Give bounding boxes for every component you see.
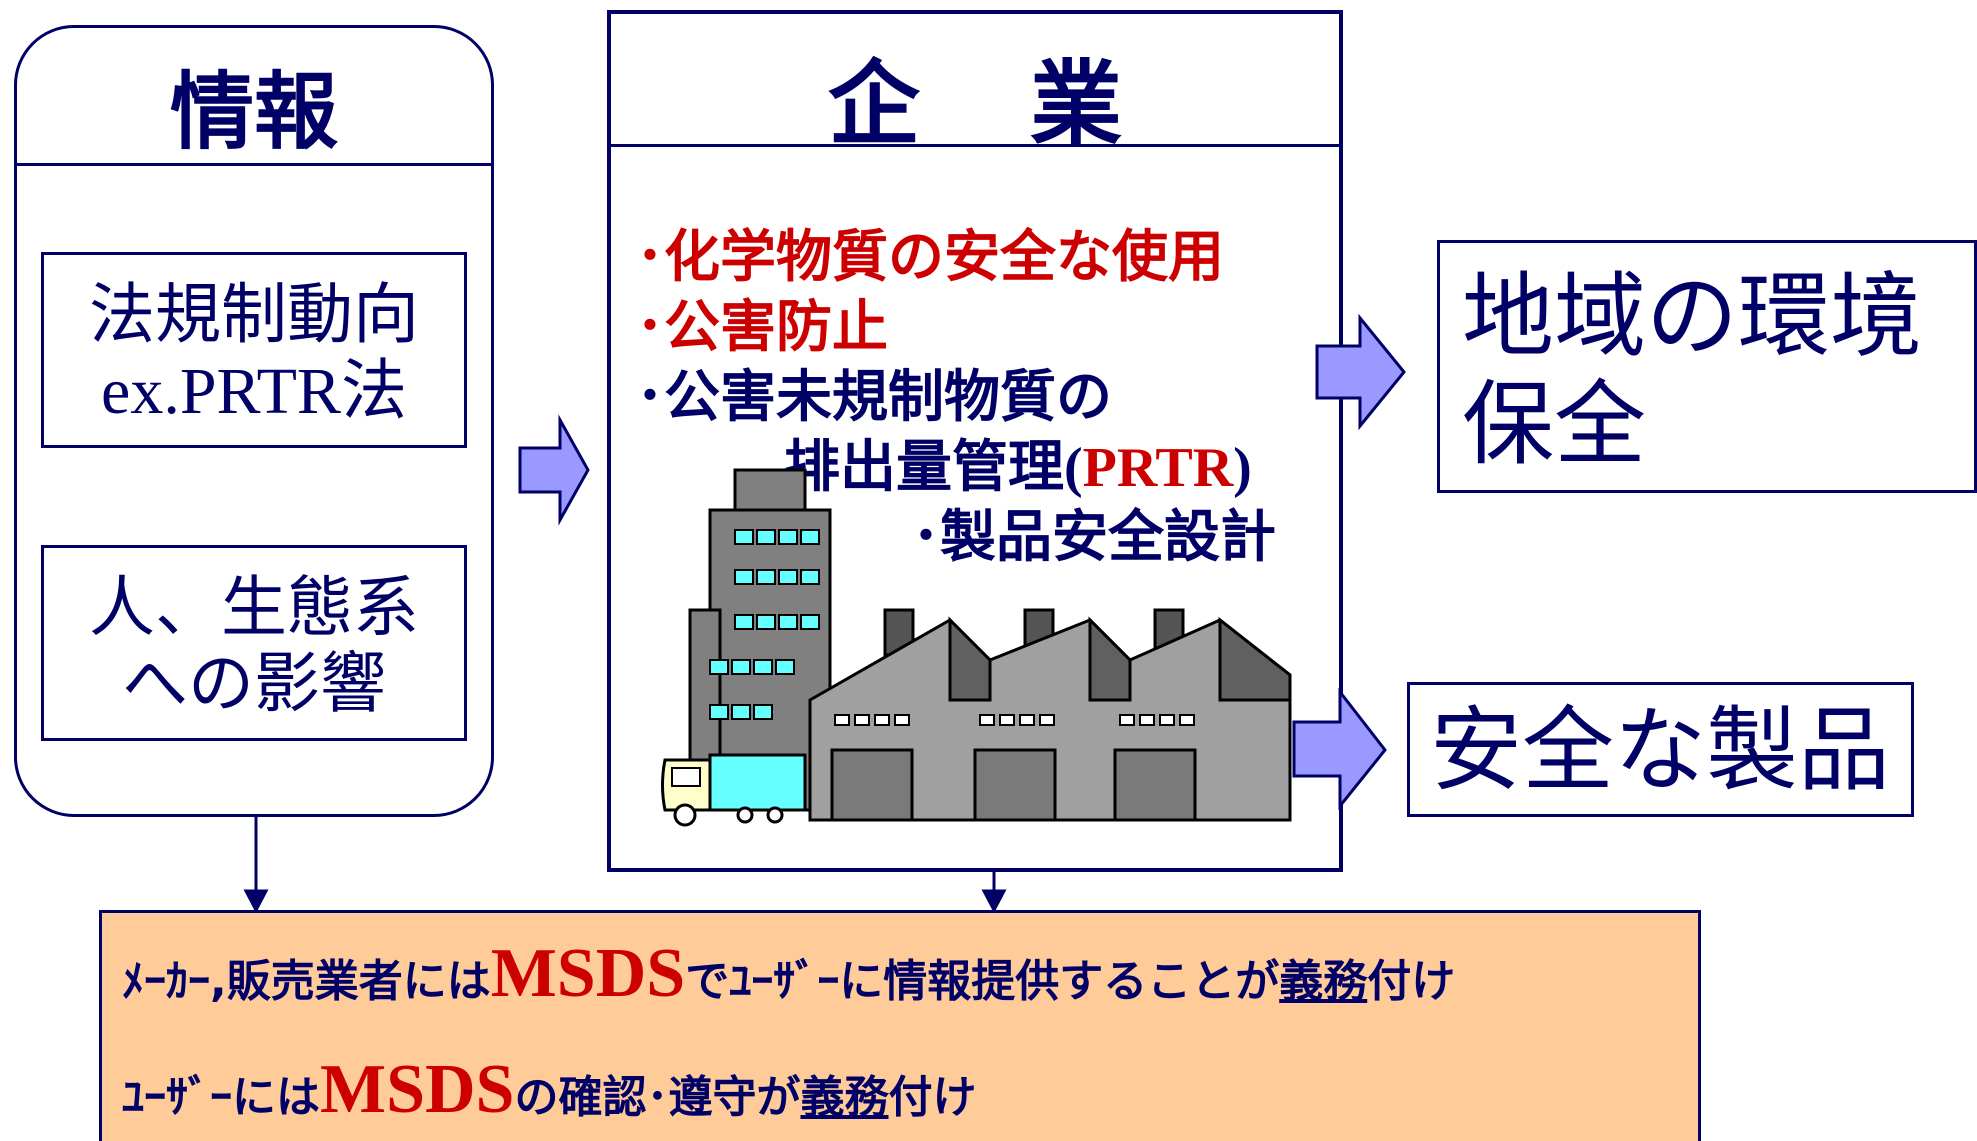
obligation-suffix-text: 付け — [1367, 956, 1456, 1007]
prtr-law-label: ex.PRTR法 — [44, 353, 464, 430]
paren-open: ( — [1064, 437, 1083, 499]
enterprise-item-chemical-safety: ･化学物質の安全な使用 — [636, 225, 1224, 290]
paren-close: ) — [1233, 437, 1252, 499]
enterprise-item-emission-management: 排出量管理(PRTR) — [784, 422, 1252, 503]
enterprise-to-banner-arrowhead-icon — [981, 889, 1007, 914]
enterprise-item-product-safety: ･製品安全設計 — [912, 505, 1276, 570]
banner-line-manufacturers: ﾒｰｶｰ,販売業者にはMSDSでﾕｰｻﾞｰに情報提供することが義務付け — [122, 934, 1455, 1014]
confirm-comply-text: の確認･遵守が — [514, 1072, 801, 1123]
provide-info-text: でﾕｰｻﾞｰに情報提供することが — [685, 956, 1280, 1007]
users-text: ﾕｰｻﾞｰには — [122, 1072, 320, 1123]
prtr-law-prefix: ex.PRTR — [101, 355, 341, 428]
factory-icon — [808, 616, 1292, 822]
enterprise-to-product-arrow-icon — [1292, 687, 1387, 811]
enterprise-title: 企業 — [827, 51, 1232, 158]
impact-label: への影響 — [122, 645, 386, 722]
regional-environment-line1: 地域の環境 — [1462, 263, 1923, 370]
banner-line-users: ﾕｰｻﾞｰにはMSDSの確認･遵守が義務付け — [122, 1050, 976, 1130]
regional-environment-line2: 保全 — [1462, 371, 1647, 478]
emission-management-label: 排出量管理 — [784, 435, 1064, 500]
regional-environment-box: 地域の環境 保全 — [1437, 240, 1977, 493]
info-divider — [14, 163, 494, 166]
info-title: 情報 — [169, 63, 338, 161]
ecosystem-label: 人、生態系 — [89, 569, 419, 646]
prtr-label: PRTR — [1082, 437, 1234, 499]
obligation-text: 義務 — [1279, 956, 1368, 1007]
ecosystem-impact-box: 人、生態系 への影響 — [41, 545, 467, 741]
enterprise-to-environment-arrow-icon — [1315, 313, 1406, 431]
obligation-suffix-text: 付け — [888, 1072, 977, 1123]
manufacturers-text: ﾒｰｶｰ,販売業者には — [122, 956, 491, 1007]
enterprise-item-unregulated-substances: ･公害未規制物質の — [636, 365, 1112, 430]
obligation-text: 義務 — [800, 1072, 889, 1123]
prtr-law-suffix: 法 — [340, 352, 407, 429]
safe-products-box: 安全な製品 — [1407, 682, 1914, 817]
safe-products-label: 安全な製品 — [1430, 697, 1891, 804]
msds-obligation-banner — [99, 910, 1701, 1141]
law-trend-label: 法規制動向 — [89, 276, 419, 353]
info-to-banner-arrowhead-icon — [243, 889, 269, 914]
info-to-enterprise-arrow-icon — [518, 414, 590, 526]
factory-illustration — [661, 468, 1292, 827]
enterprise-divider — [607, 144, 1343, 147]
law-trend-box: 法規制動向 ex.PRTR法 — [41, 252, 467, 448]
enterprise-item-pollution-prevention: ･公害防止 — [636, 295, 888, 360]
msds-label: MSDS — [490, 935, 686, 1012]
msds-label: MSDS — [320, 1051, 515, 1128]
truck-icon — [661, 753, 807, 827]
